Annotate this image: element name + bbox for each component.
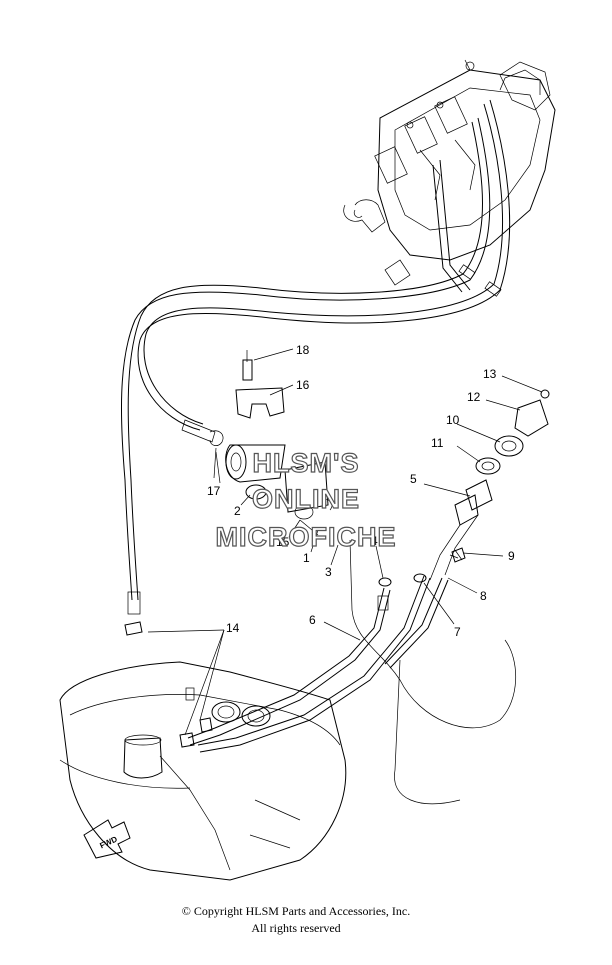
callout-6: 6	[309, 613, 316, 627]
engine-carburetor-assembly	[343, 59, 556, 286]
callout-8: 8	[480, 589, 487, 603]
copyright-text: © Copyright HLSM Parts and Accessories, …	[181, 904, 411, 918]
callout-9: 9	[508, 549, 515, 563]
callout-4: 4	[371, 534, 378, 548]
leader-lines	[147, 348, 543, 736]
callout-17: 17	[207, 484, 221, 498]
parts-diagram: FWD 18 16 13 12 10 11 5 17 2 15 4	[59, 59, 556, 881]
footer: © Copyright HLSM Parts and Accessories, …	[0, 903, 592, 937]
watermark-line-2: ONLINE	[252, 484, 360, 514]
lever-cable-assembly	[429, 389, 550, 581]
callout-16: 16	[296, 378, 310, 392]
callout-15: 15	[276, 535, 290, 549]
callout-2: 2	[234, 504, 241, 518]
watermark-line-3: MICROFICHE	[216, 522, 397, 552]
callout-3: 3	[325, 565, 332, 579]
callout-10: 10	[446, 413, 460, 427]
watermark-line-1: HLSM'S	[253, 448, 360, 478]
callout-numbers: 18 16 13 12 10 11 5 17 2 15 4 1 3 9 8 6 …	[207, 343, 515, 639]
rights-text: All rights reserved	[251, 921, 341, 935]
callout-12: 12	[467, 390, 481, 404]
callout-1: 1	[303, 551, 310, 565]
callout-13: 13	[483, 367, 497, 381]
callout-5: 5	[410, 472, 417, 486]
fuel-hoses	[124, 539, 516, 805]
watermark: HLSM'S ONLINE MICROFICHE	[215, 447, 397, 552]
callout-14: 14	[226, 621, 240, 635]
fwd-label: FWD	[98, 834, 119, 850]
choke-starter-assembly	[209, 350, 333, 536]
callout-7: 7	[454, 625, 461, 639]
throttle-choke-cables	[120, 99, 511, 615]
callout-18: 18	[296, 343, 310, 357]
callout-11: 11	[431, 436, 444, 450]
